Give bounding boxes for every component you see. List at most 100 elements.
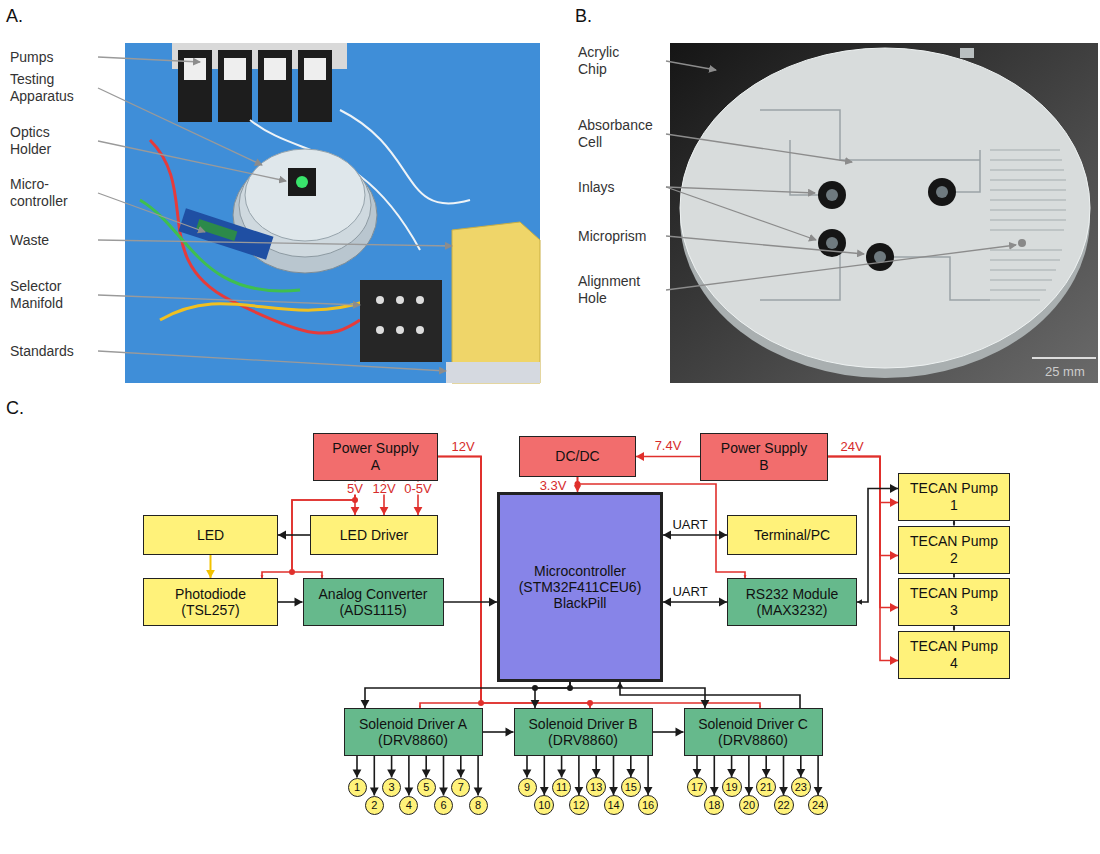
box-text: 13 xyxy=(590,782,602,793)
chip-notch xyxy=(960,48,974,58)
arrowhead xyxy=(361,700,370,708)
box-text: Solenoid Driver B (DRV8860) xyxy=(521,716,645,748)
box-text: 5 xyxy=(423,782,429,793)
box-text: Photodiode (TSL257) xyxy=(161,586,261,618)
standards-rack xyxy=(446,362,540,383)
box-text: Power Supply B xyxy=(716,440,812,472)
arrowhead xyxy=(890,656,898,665)
connector-line xyxy=(365,682,570,708)
valve xyxy=(416,326,424,334)
microprism-inlay xyxy=(866,243,894,271)
part-label: Standards xyxy=(10,343,90,360)
block-box: RS232 Module (MAX3232) xyxy=(727,578,857,626)
block-box: TECAN Pump 3 xyxy=(898,578,1010,626)
arrowhead xyxy=(351,507,360,515)
box-text: 7 xyxy=(458,782,464,793)
arrowhead xyxy=(890,498,898,507)
arrowhead xyxy=(727,769,736,777)
connector xyxy=(617,682,800,708)
arrowhead xyxy=(523,770,532,778)
inlay-core xyxy=(826,189,838,201)
connector xyxy=(523,756,532,778)
scale-bar xyxy=(1032,357,1096,359)
block-box: LED xyxy=(143,515,278,555)
arrowhead xyxy=(574,787,583,795)
connector xyxy=(744,756,753,795)
panel-letter: A. xyxy=(6,6,46,26)
connector xyxy=(710,756,719,795)
part-label: Pumps xyxy=(10,49,90,66)
arrowhead xyxy=(531,700,540,708)
arrowhead xyxy=(414,507,423,515)
part-label: Acrylic Chip xyxy=(578,44,638,78)
voltage-label: 0-5V xyxy=(402,482,433,495)
voltage-label: 12V xyxy=(449,440,476,453)
pump-body xyxy=(258,50,292,122)
solenoid-circle: 4 xyxy=(399,796,418,815)
optics-holder xyxy=(288,168,316,196)
panel-letter: C. xyxy=(6,398,46,418)
arrowhead xyxy=(404,788,413,796)
connector-line xyxy=(663,534,727,536)
connector xyxy=(796,756,805,777)
connector-line xyxy=(828,457,898,661)
connector xyxy=(404,756,413,796)
block-box: TECAN Pump 2 xyxy=(898,526,1010,574)
connector xyxy=(727,756,736,777)
valve xyxy=(376,326,384,334)
leader-line xyxy=(98,193,205,232)
box-text: Power Supply A xyxy=(328,440,424,472)
leader-line xyxy=(666,134,852,162)
connector xyxy=(483,728,514,737)
voltage-label: 3.3V xyxy=(538,478,569,491)
leader-line xyxy=(98,240,452,246)
voltage-label: 12V xyxy=(370,482,397,495)
arrowhead xyxy=(540,787,549,795)
box-text: 24 xyxy=(812,800,824,811)
connector xyxy=(353,756,362,778)
solenoid-circle: 19 xyxy=(722,777,742,797)
arrowhead xyxy=(953,521,955,523)
connector xyxy=(444,598,498,607)
box-text: Solenoid Driver A (DRV8860) xyxy=(351,716,475,748)
arrowhead xyxy=(953,626,955,628)
block-box: Photodiode (TSL257) xyxy=(143,578,278,626)
box-text: 10 xyxy=(538,800,550,811)
box-text: 16 xyxy=(642,800,654,811)
arrowhead xyxy=(676,728,684,737)
connector xyxy=(278,598,303,607)
box-text: 9 xyxy=(524,782,530,793)
pump-body xyxy=(218,50,252,122)
solenoid-circle: 24 xyxy=(808,795,828,815)
arrowhead xyxy=(489,598,497,607)
arrowhead xyxy=(206,570,215,578)
solenoid-circle: 9 xyxy=(518,778,537,797)
box-text: 3 xyxy=(389,782,395,793)
pump-body xyxy=(298,50,332,122)
leader-line xyxy=(666,245,1016,290)
leader-line xyxy=(666,236,864,254)
connector-line xyxy=(438,457,760,709)
part-label: Microprism xyxy=(578,228,662,245)
box-text: RS232 Module (MAX3232) xyxy=(737,586,847,618)
voltage-label: 24V xyxy=(838,440,865,453)
connector xyxy=(636,452,700,461)
arrowhead xyxy=(474,788,483,796)
box-text: Microcontroller (STM32F411CEU6) BlackPil… xyxy=(505,563,655,611)
block-box: Solenoid Driver B (DRV8860) xyxy=(514,708,653,756)
box-text: 22 xyxy=(777,800,789,811)
connector xyxy=(828,457,898,665)
arrowhead xyxy=(857,599,862,604)
controller-board xyxy=(179,208,274,259)
solenoid-circle: 6 xyxy=(434,796,453,815)
inlay xyxy=(818,229,846,257)
inlay xyxy=(928,178,956,206)
connector xyxy=(574,756,583,795)
arrowhead xyxy=(506,728,514,737)
block-box: TECAN Pump 1 xyxy=(898,473,1010,521)
block-box: Solenoid Driver A (DRV8860) xyxy=(344,708,483,756)
connector xyxy=(663,531,727,540)
leader-line xyxy=(666,187,816,240)
connector xyxy=(278,531,310,540)
part-label: Alignment Hole xyxy=(578,273,662,307)
